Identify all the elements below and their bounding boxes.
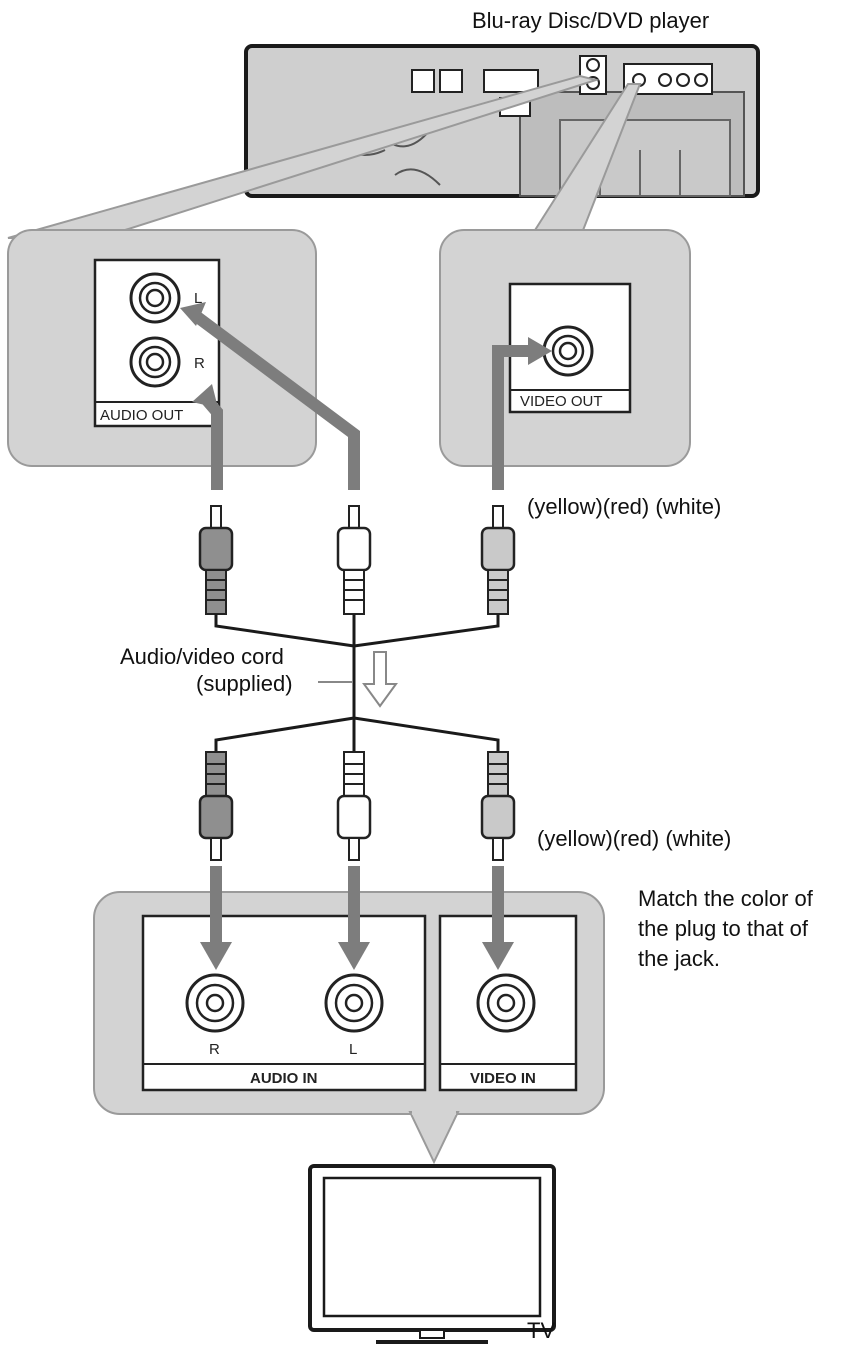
top-plug-middle: [336, 505, 372, 615]
tv-jack-l-label: L: [349, 1041, 357, 1058]
match-note-line2: the plug to that of: [638, 916, 809, 941]
player-label: Blu-ray Disc/DVD player: [472, 8, 710, 33]
top-cable-arrows: [180, 302, 552, 490]
tv-label: TV: [527, 1318, 556, 1343]
bottom-plug-middle: [336, 751, 372, 861]
bottom-cable-arrows: [200, 866, 514, 970]
plug-colors-top: (yellow)(red) (white): [527, 494, 722, 519]
video-in-label: VIDEO IN: [470, 1070, 536, 1087]
audio-out-l-label: L: [194, 290, 202, 307]
top-plug-left: [198, 505, 234, 615]
audio-out-jack-r: [129, 336, 181, 388]
cord-label-line1: Audio/video cord: [120, 644, 284, 669]
tv-jack-l: [324, 973, 384, 1033]
tv-jack-video: [476, 973, 536, 1033]
bottom-plug-right: [480, 751, 516, 861]
audio-out-r-label: R: [194, 355, 205, 372]
match-note-line1: Match the color of: [638, 886, 813, 911]
audio-out-callout: L R AUDIO OUT: [7, 229, 317, 467]
cord-label-line2: (supplied): [196, 671, 293, 696]
match-note-line3: the jack.: [638, 946, 720, 971]
video-out-callout: VIDEO OUT: [439, 229, 691, 467]
tv-icon: [308, 1164, 556, 1344]
down-arrow-icon: [362, 651, 398, 708]
tv-jack-r-label: R: [209, 1041, 220, 1058]
audio-out-jack-l: [129, 272, 181, 324]
cord-wires: [214, 614, 500, 752]
bottom-plug-left: [198, 751, 234, 861]
video-out-jack: [542, 325, 594, 377]
top-plug-right: [480, 505, 516, 615]
plug-colors-bottom: (yellow)(red) (white): [537, 826, 732, 851]
audio-out-label: AUDIO OUT: [100, 407, 183, 424]
player-rear-panel: [244, 44, 760, 198]
video-out-label: VIDEO OUT: [520, 393, 603, 410]
tv-jack-r: [185, 973, 245, 1033]
audio-in-label: AUDIO IN: [250, 1070, 318, 1087]
